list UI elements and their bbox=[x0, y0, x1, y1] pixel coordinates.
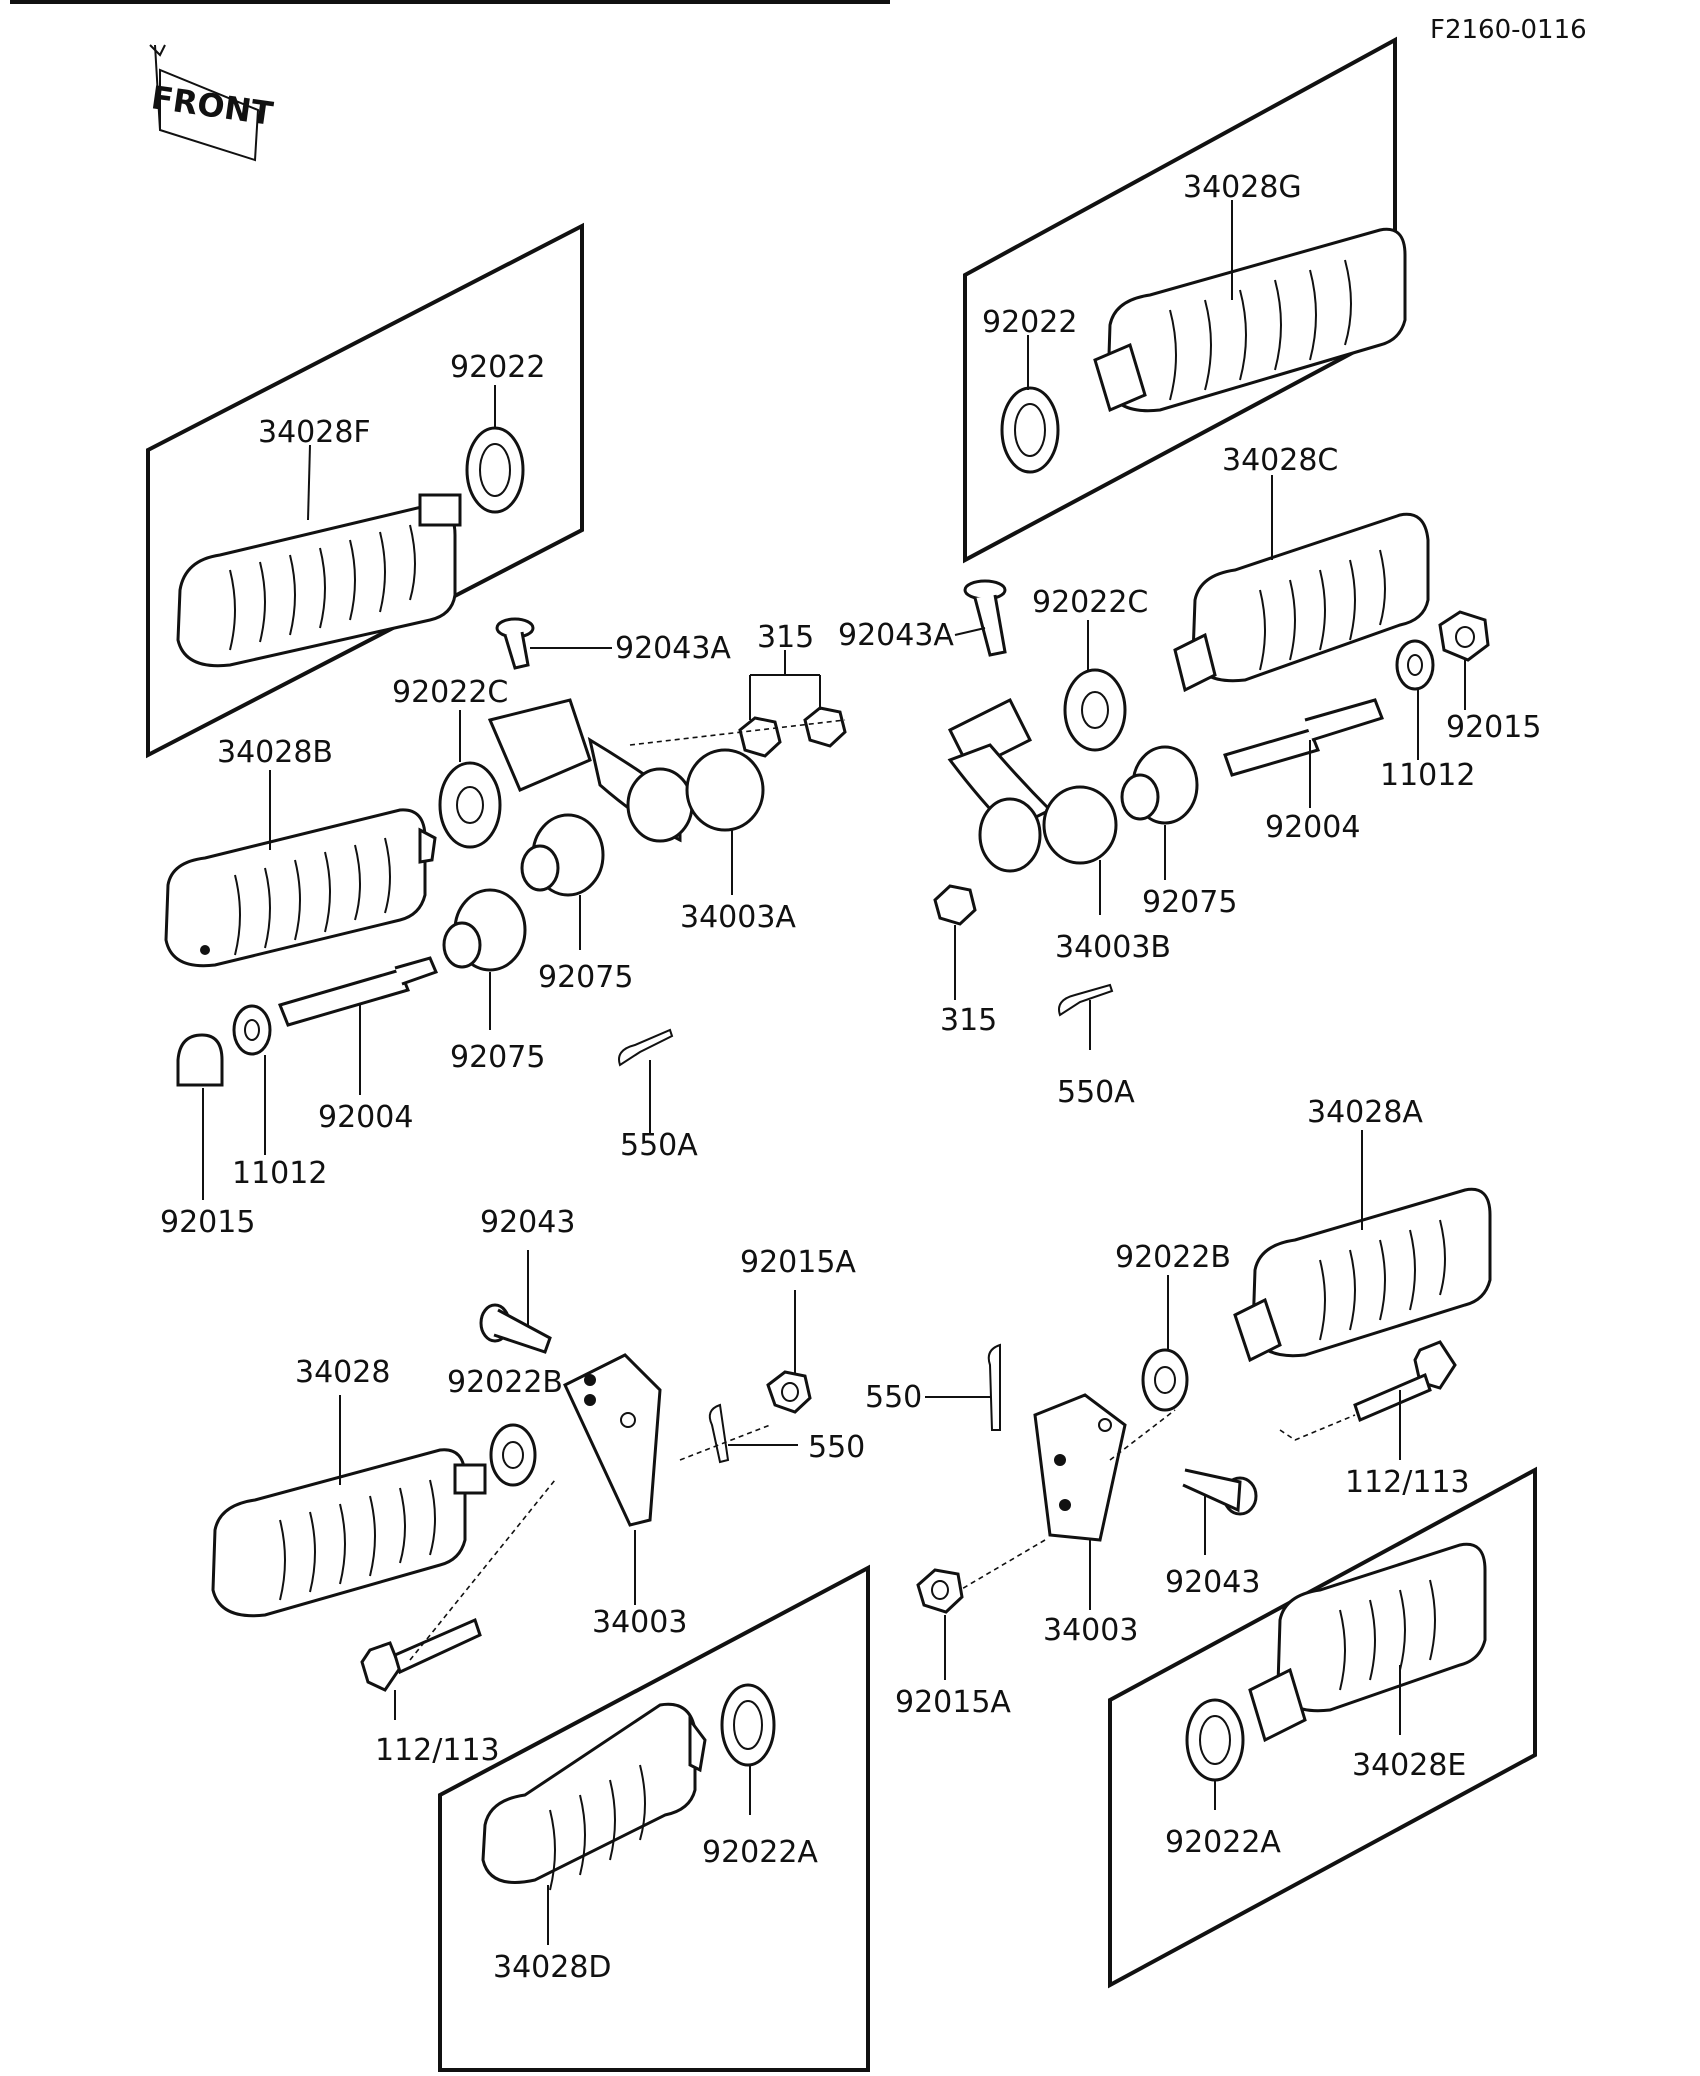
label-92022A-r: 92022A bbox=[702, 1835, 818, 1870]
bracket-34003-l bbox=[563, 1353, 662, 1527]
frame-34028D bbox=[438, 1564, 870, 2072]
label-34028E: 34028E bbox=[1352, 1748, 1466, 1783]
label-550A-l: 550A bbox=[620, 1128, 698, 1163]
footpeg-34028C bbox=[1173, 512, 1430, 693]
pin-92043-l bbox=[479, 1303, 552, 1354]
label-92015-l: 92015 bbox=[160, 1205, 255, 1240]
washer-92022C-r bbox=[1063, 668, 1127, 752]
label-34028B: 34028B bbox=[217, 735, 333, 770]
label-92022C-r: 92022C bbox=[1032, 585, 1148, 620]
label-92022-tl: 92022 bbox=[450, 350, 545, 385]
label-92043A-r: 92043A bbox=[838, 618, 954, 653]
washer-92022B-r bbox=[1141, 1348, 1189, 1412]
pin-92043A-r bbox=[963, 579, 1007, 657]
front-label: FRONT bbox=[149, 78, 276, 133]
label-34028D: 34028D bbox=[493, 1950, 612, 1985]
front-arrow-icon: FRONT bbox=[149, 44, 276, 162]
bolt-112-113-l bbox=[360, 1617, 482, 1692]
label-550A-r: 550A bbox=[1057, 1075, 1135, 1110]
label-92022B-r: 92022B bbox=[1115, 1240, 1231, 1275]
nut-92015-r bbox=[1438, 610, 1490, 662]
label-112-113-r: 112/113 bbox=[1345, 1465, 1470, 1500]
leader-lines bbox=[202, 200, 1466, 1945]
cotter-pin-550-l bbox=[708, 1403, 730, 1464]
label-92015A-top: 92015A bbox=[740, 1245, 856, 1280]
label-34003B: 34003B bbox=[1055, 930, 1171, 965]
pin-92043A-l bbox=[495, 617, 535, 670]
label-34003-r: 34003 bbox=[1043, 1613, 1138, 1648]
footpeg-34028F bbox=[176, 493, 462, 668]
bracket-34003A bbox=[487, 698, 765, 843]
nut-315-top-b bbox=[803, 706, 847, 748]
footpeg-34028E bbox=[1248, 1542, 1487, 1743]
washer-11012-r bbox=[1395, 639, 1435, 691]
label-11012-l: 11012 bbox=[232, 1156, 327, 1191]
cotter-pin-550-r bbox=[987, 1343, 1001, 1431]
label-34028: 34028 bbox=[295, 1355, 390, 1390]
label-92043-r: 92043 bbox=[1165, 1565, 1260, 1600]
assembly-line bbox=[629, 719, 846, 746]
label-315-bot: 315 bbox=[940, 1003, 997, 1038]
label-34003A: 34003A bbox=[680, 900, 796, 935]
collar-92075-right bbox=[1120, 745, 1199, 825]
bracket-34003B bbox=[947, 697, 1118, 873]
label-92015-r: 92015 bbox=[1446, 710, 1541, 745]
label-112-113-l: 112/113 bbox=[375, 1733, 500, 1768]
cap-nut-92015-l bbox=[176, 1033, 224, 1087]
collar-92075-lower bbox=[442, 888, 527, 972]
frame-34028F bbox=[146, 222, 584, 759]
washer-92022B-l bbox=[489, 1423, 537, 1487]
nut-315-top-a bbox=[738, 716, 782, 758]
label-92075-l: 92075 bbox=[450, 1040, 545, 1075]
nut-92015A-bot bbox=[916, 1568, 964, 1614]
shaft-92004-l bbox=[277, 956, 439, 1027]
label-92075-m: 92075 bbox=[538, 960, 633, 995]
washer-92022-tr bbox=[1000, 386, 1060, 474]
label-550-mid: 550 bbox=[808, 1430, 865, 1465]
label-92022-tr: 92022 bbox=[982, 305, 1077, 340]
footpeg-34028 bbox=[211, 1448, 487, 1618]
footpeg-34028B bbox=[164, 808, 437, 968]
label-34028F: 34028F bbox=[258, 415, 371, 450]
nut-92015A-top bbox=[766, 1370, 812, 1414]
label-34028C: 34028C bbox=[1222, 443, 1338, 478]
footpeg-34028G bbox=[1093, 227, 1407, 413]
washer-92022-tl bbox=[465, 426, 525, 514]
frame-34028E bbox=[1108, 1466, 1537, 1989]
label-34028G: 34028G bbox=[1183, 170, 1302, 205]
nut-315-bot bbox=[933, 884, 977, 926]
label-92015A-bot: 92015A bbox=[895, 1685, 1011, 1720]
label-92004-l: 92004 bbox=[318, 1100, 413, 1135]
label-92022C-l: 92022C bbox=[392, 675, 508, 710]
assembly-line bbox=[959, 1409, 1356, 1591]
label-550-top: 550 bbox=[865, 1380, 922, 1415]
cotter-pin-550A-l bbox=[618, 1028, 674, 1067]
label-92043A-l: 92043A bbox=[615, 631, 731, 666]
collar-92075-upper bbox=[520, 813, 605, 897]
pin-92043-r bbox=[1182, 1468, 1258, 1516]
footpeg-34028D bbox=[481, 1702, 707, 1891]
washer-11012-l bbox=[232, 1004, 272, 1056]
label-92043-l: 92043 bbox=[480, 1205, 575, 1240]
diagram-code: F2160-0116 bbox=[1430, 15, 1587, 45]
label-92075-r: 92075 bbox=[1142, 885, 1237, 920]
washer-92022A-r bbox=[1185, 1698, 1245, 1782]
cotter-pin-550A-r bbox=[1058, 983, 1114, 1017]
shaft-92004-r bbox=[1223, 698, 1384, 777]
label-92022A-l: 92022A bbox=[1165, 1825, 1281, 1860]
label-92004-r: 92004 bbox=[1265, 810, 1360, 845]
washer-92022C-l bbox=[438, 761, 502, 849]
assembly-line bbox=[679, 1424, 771, 1461]
label-315-top: 315 bbox=[757, 620, 814, 655]
bolt-112-113-r bbox=[1353, 1340, 1457, 1423]
footpeg-34028A bbox=[1233, 1187, 1492, 1363]
bracket-34003-r bbox=[1033, 1393, 1127, 1542]
label-34028A: 34028A bbox=[1307, 1095, 1423, 1130]
washer-92022A-l bbox=[720, 1683, 776, 1767]
label-11012-r: 11012 bbox=[1380, 758, 1475, 793]
assembly-line bbox=[409, 1479, 556, 1661]
label-92022B-l: 92022B bbox=[447, 1365, 563, 1400]
label-34003-l: 34003 bbox=[592, 1605, 687, 1640]
